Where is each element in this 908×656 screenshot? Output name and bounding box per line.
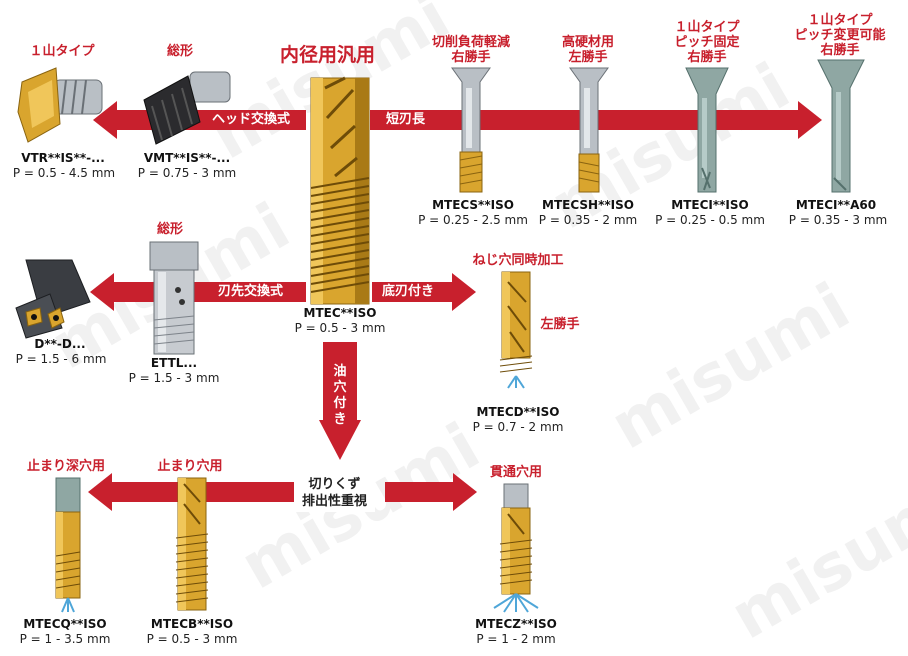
mtecs-caption: 切削負荷軽減 右勝手	[416, 35, 526, 65]
short-blade-label: 短刃長	[386, 112, 426, 127]
blade-exchange-label: 刃先交換式	[218, 284, 284, 299]
arrow-chip-evac-right	[385, 473, 477, 511]
vmt-caption: 総形	[166, 44, 193, 59]
mtec-pitch: P = 0.5 - 3 mm	[294, 321, 386, 335]
arrow-bottom-blade	[372, 273, 476, 311]
vmt-tool-image	[143, 71, 231, 145]
mtecd-tool-image	[499, 271, 533, 389]
mteci-a60-model: MTECI**A60	[795, 198, 877, 212]
bottom-blade-label: 底刃付き	[382, 284, 435, 299]
mtecz-model: MTECZ**ISO	[475, 617, 557, 631]
mtecb-tool-image	[175, 477, 209, 611]
mtecb-caption: 止まり穴用	[157, 459, 223, 474]
mteci-pitch: P = 0.25 - 0.5 mm	[655, 213, 765, 227]
vtr-caption: １山タイプ	[29, 44, 95, 59]
mteci-a60-caption-line2: ピッチ変更可能	[794, 28, 886, 43]
page-title: 内径用汎用	[280, 44, 376, 66]
mtecsh-pitch: P = 0.35 - 2 mm	[538, 213, 638, 227]
mtec-model: MTEC**ISO	[303, 306, 377, 320]
mtecsh-model: MTECSH**ISO	[542, 198, 634, 212]
mtecs-tool-image	[451, 67, 491, 193]
mtecsh-caption-line1: 高硬材用	[561, 35, 614, 50]
mtecd-pitch: P = 0.7 - 2 mm	[472, 420, 564, 434]
mtecz-pitch: P = 1 - 2 mm	[476, 632, 556, 646]
mteci-model: MTECI**ISO	[671, 198, 749, 212]
mtecs-caption-line2: 右勝手	[451, 50, 491, 65]
mtec-tool-image	[310, 76, 370, 305]
vtr-model: VTR**IS**-...	[21, 151, 105, 165]
d-pitch: P = 1.5 - 6 mm	[15, 352, 107, 366]
chip-evac-line2: 排出性重視	[302, 494, 368, 509]
mtecs-caption-line1: 切削負荷軽減	[431, 35, 510, 50]
mteci-a60-caption-line3: 右勝手	[820, 43, 860, 58]
vtr-tool-image	[17, 67, 103, 143]
d-tool-image	[15, 259, 91, 339]
vmt-model: VMT**IS**-...	[143, 151, 231, 165]
chip-evac-label: 切りくず 排出性重視	[294, 474, 376, 512]
mteci-a60-caption: １山タイプ ピッチ変更可能 右勝手	[780, 13, 900, 58]
d-model: D**-D...	[34, 337, 86, 351]
mtecb-pitch: P = 0.5 - 3 mm	[146, 632, 238, 646]
mtecb-model: MTECB**ISO	[150, 617, 234, 631]
mteci-caption-line3: 右勝手	[687, 50, 727, 65]
ettl-pitch: P = 1.5 - 3 mm	[128, 371, 220, 385]
mtecsh-caption-line2: 左勝手	[568, 50, 608, 65]
mteci-a60-pitch: P = 0.35 - 3 mm	[788, 213, 888, 227]
watermark: misumi	[598, 269, 862, 465]
oil-hole-label-text: 油穴付き	[333, 364, 347, 427]
oil-hole-label: 油穴付き	[332, 364, 348, 428]
watermark: misumi	[718, 459, 908, 655]
mteci-caption-line1: １山タイプ	[674, 20, 740, 35]
mtecq-caption: 止まり深穴用	[26, 459, 105, 474]
mtecd-caption-line2: 左勝手	[540, 317, 580, 332]
mtecq-pitch: P = 1 - 3.5 mm	[19, 632, 111, 646]
arrow-oil-hole	[319, 342, 361, 462]
vtr-pitch: P = 0.5 - 4.5 mm	[12, 166, 116, 180]
mteci-caption-line2: ピッチ固定	[674, 35, 740, 50]
mtecs-pitch: P = 0.25 - 2.5 mm	[418, 213, 528, 227]
mtecq-model: MTECQ**ISO	[23, 617, 107, 631]
mteci-tool-image	[685, 67, 729, 193]
mteci-a60-tool-image	[817, 59, 865, 193]
ettl-caption: 総形	[156, 222, 183, 237]
mtecs-model: MTECS**ISO	[432, 198, 514, 212]
mtecd-model: MTECD**ISO	[476, 405, 560, 419]
vmt-pitch: P = 0.75 - 3 mm	[137, 166, 237, 180]
head-exchange-label: ヘッド交換式	[212, 112, 291, 127]
ettl-model: ETTL...	[150, 356, 198, 370]
mteci-caption: １山タイプ ピッチ固定 右勝手	[657, 20, 757, 65]
mtecq-tool-image	[55, 477, 81, 613]
mtecsh-tool-image	[569, 67, 609, 193]
mteci-a60-caption-line1: １山タイプ	[807, 13, 873, 28]
mtecz-tool-image	[493, 483, 539, 613]
mtecz-caption: 貫通穴用	[489, 465, 542, 480]
mtecsh-caption: 高硬材用 左勝手	[543, 35, 633, 65]
chip-evac-line1: 切りくず	[308, 477, 361, 492]
mtecd-caption-line1: ねじ穴同時加工	[472, 253, 564, 268]
ettl-tool-image	[149, 241, 199, 355]
